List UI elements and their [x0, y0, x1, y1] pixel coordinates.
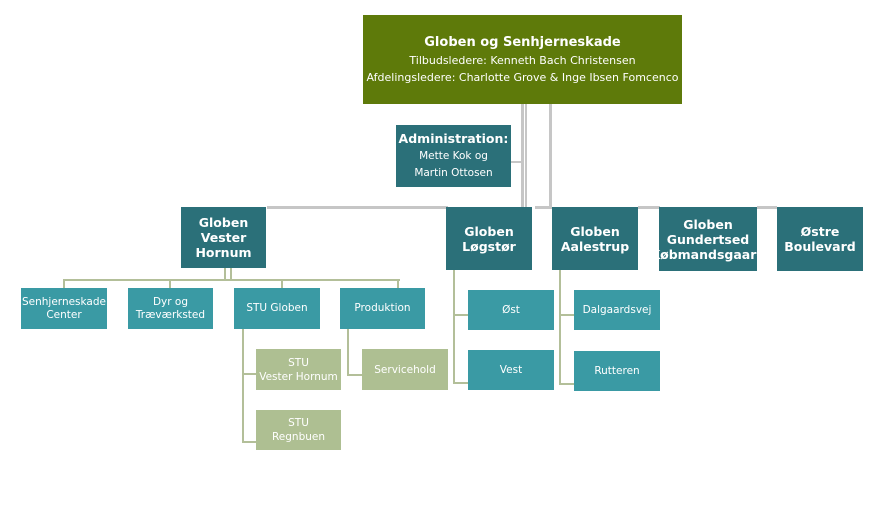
node-label: Servicehold — [374, 363, 436, 376]
node-globen-logstor[interactable]: Globen Løgstør — [446, 207, 532, 270]
connector — [525, 104, 527, 208]
node-label: STU — [288, 356, 309, 369]
connector — [549, 104, 552, 208]
connector — [267, 206, 448, 209]
root-node[interactable]: Globen og Senhjerneskade Tilbudsledere: … — [363, 15, 682, 104]
connector — [453, 382, 468, 384]
node-label: Vester — [200, 230, 247, 245]
connector — [242, 329, 244, 443]
connector — [63, 279, 65, 288]
node-label: Øst — [502, 303, 520, 316]
node-senhjerneskade-center[interactable]: Senhjerneskade Center — [21, 288, 107, 329]
connector — [63, 279, 400, 281]
node-label: Produktion — [354, 302, 411, 314]
connector — [521, 104, 524, 208]
connector — [559, 314, 574, 316]
root-title: Globen og Senhjerneskade — [424, 34, 621, 50]
node-label: Træværksted — [135, 308, 206, 321]
node-label: Globen — [683, 216, 733, 232]
node-stu-globen[interactable]: STU Globen — [234, 288, 320, 329]
node-ost[interactable]: Øst — [468, 290, 554, 330]
connector — [224, 268, 226, 280]
node-label: Boulevard — [784, 239, 856, 254]
connector — [510, 161, 523, 163]
admin-line-1: Mette Kok og — [419, 150, 488, 162]
node-dalgaardsvej[interactable]: Dalgaardsvej — [574, 290, 660, 330]
node-globen-gundertsed[interactable]: Globen Gundertsed Købmandsgaard — [651, 207, 765, 271]
node-servicehold[interactable]: Servicehold — [362, 349, 448, 390]
connector — [281, 279, 283, 288]
connector — [230, 268, 232, 280]
connector — [397, 279, 399, 288]
node-label: Købmandsgaard — [650, 246, 766, 262]
connector — [453, 314, 468, 316]
node-label: Regnbuen — [271, 431, 326, 443]
node-label: Løgstør — [462, 238, 516, 254]
node-label: Hornum — [195, 245, 252, 260]
node-label: Dyr og — [152, 295, 189, 308]
node-stu-vester-hornum[interactable]: STU Vester Hornum — [256, 349, 341, 390]
node-label: Aalestrup — [560, 238, 630, 254]
connector — [347, 374, 362, 376]
connector — [242, 441, 257, 443]
connector — [638, 206, 660, 209]
node-label: Rutteren — [594, 364, 640, 377]
node-label: Senhjerneskade — [22, 295, 106, 308]
node-label: Østre — [800, 224, 840, 239]
node-label: Globen — [464, 223, 514, 239]
connector — [757, 206, 777, 209]
connector — [535, 206, 552, 209]
connector — [453, 270, 455, 384]
admin-title: Administration: — [398, 131, 509, 146]
root-line-tilbudsledere: Tilbudsledere: Kenneth Bach Christensen — [409, 53, 636, 67]
node-produktion[interactable]: Produktion — [340, 288, 425, 329]
node-label: Center — [46, 308, 82, 321]
node-globen-vester-hornum[interactable]: Globen Vester Hornum — [181, 207, 266, 268]
root-line-afdelingsledere: Afdelingsledere: Charlotte Grove & Inge … — [366, 70, 679, 84]
node-globen-aalestrup[interactable]: Globen Aalestrup — [552, 207, 638, 270]
connector — [559, 383, 574, 385]
node-dyr-og-traevaerksted[interactable]: Dyr og Træværksted — [128, 288, 213, 329]
node-label: STU — [288, 417, 309, 429]
node-label: Gundertsed — [666, 231, 750, 247]
node-label: STU Globen — [246, 302, 308, 314]
node-label: Dalgaardsvej — [582, 303, 652, 316]
node-label: Globen — [570, 223, 620, 239]
connector — [347, 329, 349, 376]
node-stu-regnbuen[interactable]: STU Regnbuen — [256, 410, 341, 450]
node-label: Globen — [198, 215, 249, 230]
node-rutteren[interactable]: Rutteren — [574, 351, 660, 391]
node-label: Vest — [499, 363, 523, 376]
administration-node[interactable]: Administration: Mette Kok og Martin Otto… — [396, 125, 511, 187]
node-vest[interactable]: Vest — [468, 350, 554, 390]
connector — [559, 270, 561, 385]
node-ostre-boulevard[interactable]: Østre Boulevard — [777, 207, 863, 271]
connector — [242, 373, 257, 375]
node-label: Vester Hornum — [259, 370, 338, 383]
connector — [169, 279, 171, 288]
admin-line-2: Martin Ottosen — [414, 167, 493, 179]
